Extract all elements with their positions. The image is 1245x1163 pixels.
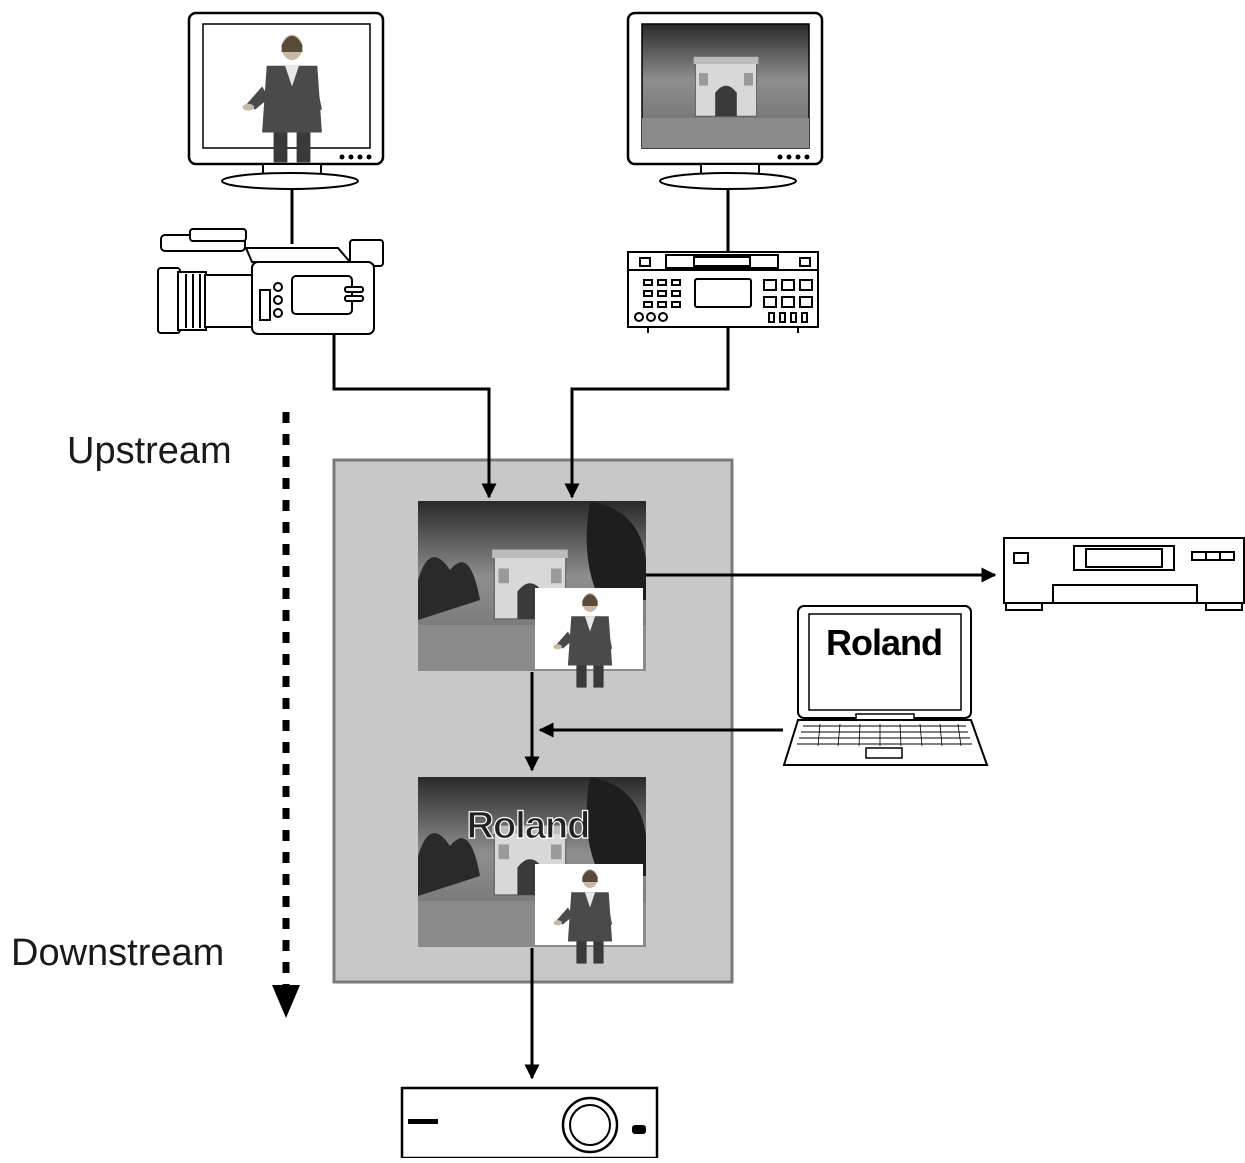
presenter-monitor-icon (187, 11, 385, 190)
flow-direction-arrow (272, 412, 300, 1018)
dsk-composite-preview: Roland (418, 777, 646, 964)
downstream-label: Downstream (11, 932, 225, 974)
pinp-composite-preview (418, 501, 646, 688)
projector-icon (400, 1086, 659, 1160)
recorder-deck-icon (1003, 537, 1245, 611)
overlay-logo-text: Roland (467, 805, 590, 847)
video-deck-icon (627, 251, 819, 333)
upstream-label: Upstream (67, 430, 232, 472)
landmark-monitor-icon (626, 11, 824, 190)
video-camera-icon (157, 228, 384, 335)
laptop-icon: Roland (782, 605, 989, 766)
laptop-screen-logo-text: Roland (826, 622, 942, 663)
